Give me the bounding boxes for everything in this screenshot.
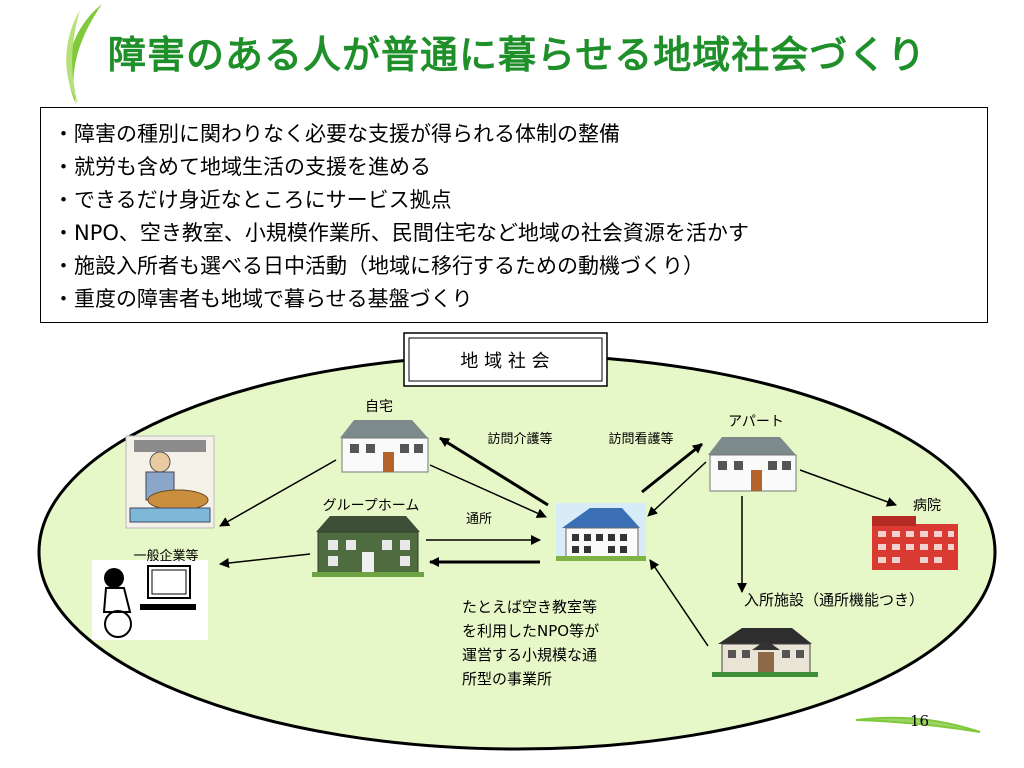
bullet-item: できるだけ身近なところにサービス拠点 [53, 184, 987, 217]
apartment-house-icon [708, 437, 797, 492]
note-line: を利用したNPO等が [462, 622, 599, 640]
bullet-item: 障害の種別に関わりなく必要な支援が得られる体制の整備 [53, 118, 987, 151]
flow-arrows [219, 436, 897, 647]
slide-title: 障害のある人が普通に暮らせる地域社会づくり [108, 33, 927, 77]
note-line: たとえば空き教室等 [462, 598, 597, 616]
residential-facility-label: 入所施設（通所機能つき） [744, 591, 924, 609]
arrow-apartment-to-facility [647, 461, 707, 517]
home-house-icon [340, 420, 429, 473]
arrow-apartment-to-hospital [799, 469, 897, 507]
group-home-house-icon [312, 516, 424, 577]
apartment-label: アパート [728, 414, 784, 430]
worker-clipart-icon [125, 435, 215, 529]
home-label: 自宅 [365, 399, 393, 415]
bullet-item: 就労も含めて地域生活の支援を進める [53, 151, 987, 184]
commute-label: 通所 [466, 512, 492, 527]
wheelchair-worker-clipart-icon [92, 560, 208, 640]
arrow-home-to-company [219, 459, 337, 527]
leaf-decoration-icon [66, 4, 102, 104]
residential-facility-icon [712, 628, 818, 677]
visit-nursing-label: 訪問看護等 [608, 431, 673, 447]
hospital-label: 病院 [913, 498, 941, 514]
arrow-facility-to-home [439, 436, 549, 507]
arrow-grouphome-to-company [219, 553, 311, 568]
visit-care-label: 訪問介護等 [487, 431, 552, 447]
arrow-facility-to-apartment [641, 442, 703, 494]
hospital-building-icon [872, 516, 958, 570]
arrow-home-to-facility [429, 464, 547, 518]
note-line: 所型の事業所 [462, 670, 552, 688]
bullet-item: 重度の障害者も地域で暮らせる基盤づくり [53, 283, 987, 316]
footer-swoosh-icon [855, 716, 981, 733]
community-label-box: 地 域 社 会 [403, 332, 608, 387]
bullet-item: 施設入所者も選べる日中活動（地域に移行するための動機づくり） [53, 250, 987, 283]
bullet-list-box: 障害の種別に関わりなく必要な支援が得られる体制の整備 就労も含めて地域生活の支援… [40, 107, 988, 323]
day-service-facility-icon [556, 503, 646, 561]
arrow-residential-to-facility [649, 559, 709, 647]
note-line: 運営する小規模な通 [462, 646, 597, 664]
community-label: 地 域 社 会 [460, 351, 549, 372]
group-home-label: グループホーム [323, 498, 420, 514]
page-number: 16 [910, 712, 930, 730]
bullet-item: NPO、空き教室、小規模作業所、民間住宅など地域の社会資源を活かす [53, 217, 987, 250]
company-label: 一般企業等 [133, 548, 198, 564]
